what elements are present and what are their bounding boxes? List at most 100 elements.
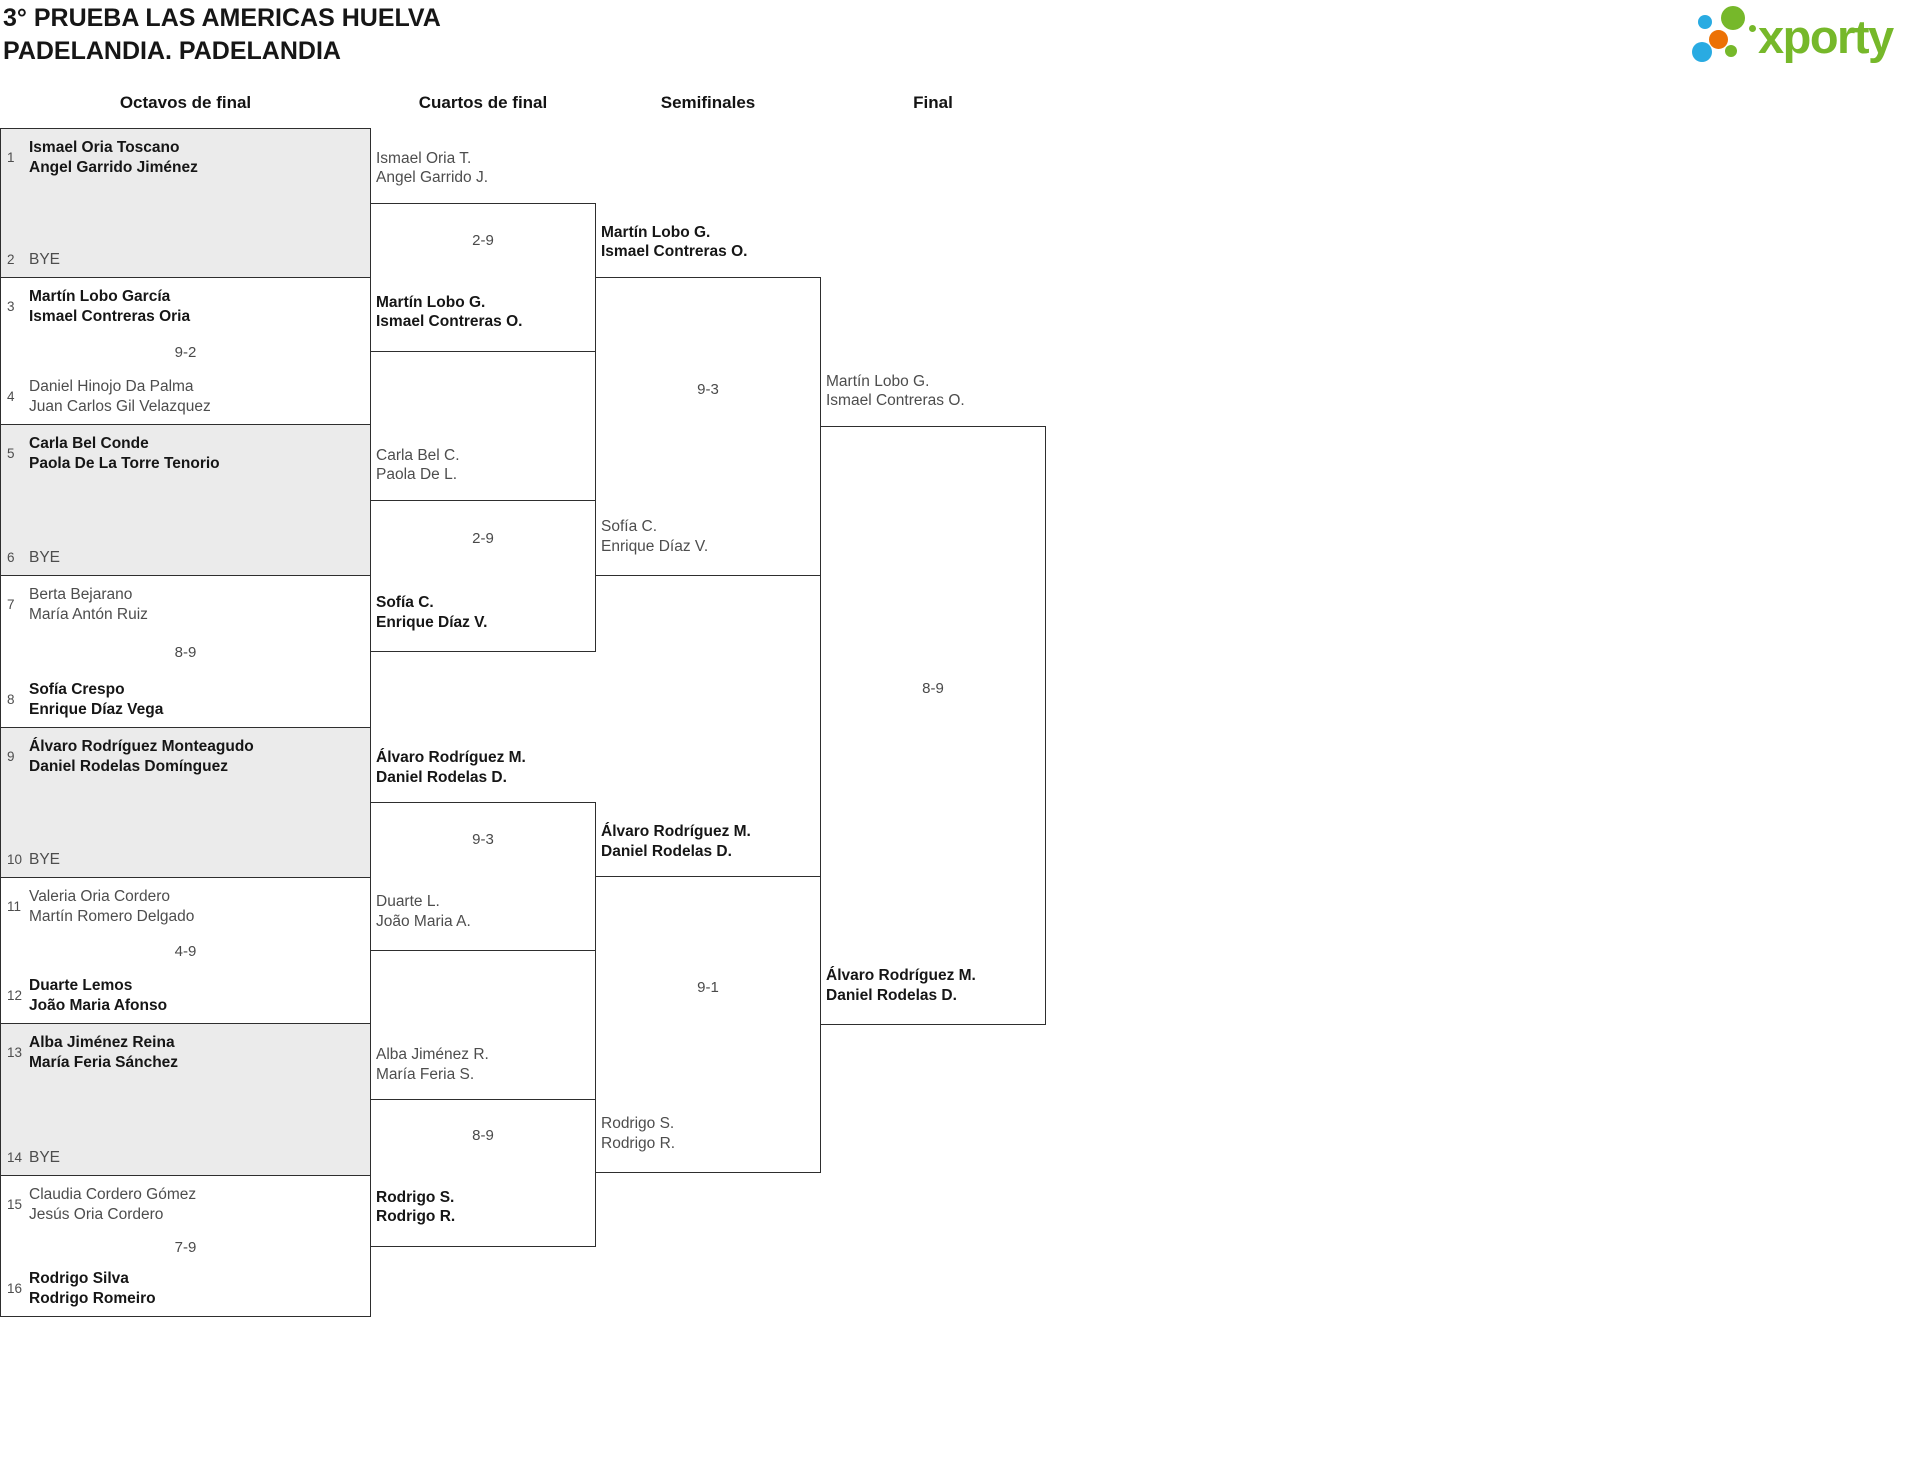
team-label: Martín Lobo G.Ismael Contreras O. [376,293,590,332]
match-score: 2-9 [472,530,494,547]
team-name-line: Ismael Contreras Oria [29,307,191,325]
team-name-line: Alba Jiménez Reina [29,1034,175,1051]
match-box [370,1099,596,1247]
logo-dot-orange [1709,30,1728,49]
team-name-line: Enrique Díaz V. [601,537,709,555]
team-name-line: Ismael Contreras O. [601,243,748,260]
round-header: Semifinales [660,93,756,112]
team-name-line: Sofía C. [601,518,657,536]
seed-number: 11 [7,898,22,914]
team-name-line: Paola De La Torre Tenorio [29,454,220,472]
team-name-line: Álvaro Rodríguez M. [601,823,751,840]
xporty-logo: xporty [1688,0,1920,72]
logo-dot-green-large [1721,6,1745,30]
team-name-line: Daniel Rodelas D. [376,768,507,786]
team-name-line: Jesús Oria Cordero [29,1205,164,1223]
team-row: 6 BYE [7,548,366,568]
team-name-line: María Antón Ruiz [29,605,148,623]
team-name-line: Claudia Cordero Gómez [29,1186,197,1203]
team-names: BYE [29,1148,60,1168]
team-name-line: Paola De L. [376,466,457,483]
round-header: Final [913,93,953,112]
team-row: 14 BYE [7,1148,366,1168]
team-label: Ismael Oria T.Angel Garrido J. [376,149,590,188]
seed-number: 5 [7,445,15,461]
team-label: Sofía C.Enrique Díaz V. [601,517,815,556]
match-score: 9-1 [697,979,719,996]
team-name-line: Rodrigo S. [601,1115,675,1133]
seed-number: 1 [7,149,15,165]
logo-dot-blue-bottom [1692,42,1712,62]
team-name-line: Martín Lobo G. [376,293,486,311]
seed-number: 3 [7,298,15,314]
team-label: Álvaro Rodríguez M. Daniel Rodelas D. [601,822,815,861]
team-name-line: João Maria Afonso [29,996,168,1014]
team-name-line: Álvaro Rodríguez Monteagudo [29,738,254,755]
team-name-line: Álvaro Rodríguez M. [376,749,526,766]
team-name-line: Daniel Rodelas D. [601,842,732,860]
team-label: Duarte L.João Maria A. [376,892,590,931]
team-name-line: Rodrigo R. [601,1134,676,1152]
seed-number: 14 [7,1149,23,1165]
tournament-title-line2: PADELANDIA. PADELANDIA [3,37,341,65]
team-name-line: Daniel Hinojo Da Palma [29,378,194,395]
logo-wordmark: xporty [1758,10,1894,63]
team-label: Álvaro Rodríguez M.Daniel Rodelas D. [826,966,1040,1005]
team-name-line: Enrique Díaz V. [376,613,488,631]
team-name-line: Juan Carlos Gil Velazquez [29,397,211,415]
team-names: BYE [29,250,60,270]
team-name-line: María Feria Sánchez [29,1053,179,1071]
team-name-line: Valeria Oria Cordero [29,888,170,905]
match-score: 9-2 [174,344,197,361]
seed-number: 8 [7,691,15,707]
team-name-line: Enrique Díaz Vega [29,700,164,718]
team-label: Rodrigo S.Rodrigo R. [601,1114,815,1153]
match-box [595,876,821,1174]
team-label: Carla Bel C.Paola De L. [376,446,590,485]
team-name-line: Martín Lobo G. [601,223,711,241]
team-names: BYE [29,850,60,870]
match-box [370,202,596,352]
seed-number: 6 [7,549,15,565]
team-name-line: Berta Bejarano [29,586,133,603]
team-label: Martín Lobo G. Ismael Contreras O. [601,223,815,262]
seed-number: 10 [7,851,23,867]
match-score: 8-9 [174,644,197,661]
team-label: Alba Jiménez R.María Feria S. [376,1045,590,1084]
team-name-line: BYE [29,250,61,268]
team-name-line: Ismael Oria Toscano [29,139,180,156]
match-score: 7-9 [174,1239,197,1256]
team-label: Álvaro Rodríguez M. Daniel Rodelas D. [376,748,590,787]
team-name-line: Alba Jiménez R. [376,1046,489,1063]
team-name-line: Angel Garrido Jiménez [29,158,198,176]
team-names: BYE [29,548,60,568]
team-label: Martín Lobo G.Ismael Contreras O. [826,372,1040,411]
team-name-line: Angel Garrido J. [376,169,488,186]
team-label: Rodrigo S.Rodrigo R. [376,1188,590,1227]
logo-dot-blue-top [1698,15,1712,29]
team-name-line: Ismael Contreras O. [826,392,965,410]
team-name-line: BYE [29,548,61,566]
